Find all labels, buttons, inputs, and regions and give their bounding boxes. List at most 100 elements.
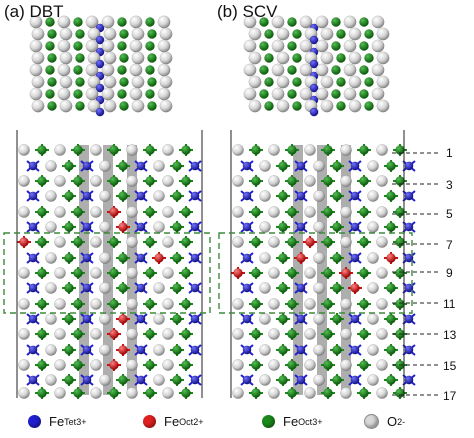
oxygen-atom xyxy=(45,313,57,325)
fe-oct3-atom xyxy=(287,388,297,398)
fe-oct3-atom xyxy=(181,176,191,186)
oxygen-atom xyxy=(259,282,271,294)
oxygen-atom xyxy=(153,190,165,202)
oxygen-atom xyxy=(99,282,111,294)
fe-oct3-atom xyxy=(109,176,119,186)
oxygen-atom xyxy=(54,144,66,156)
oxygen-atom xyxy=(131,99,145,113)
side-view-dbt xyxy=(17,144,202,399)
fe-oct3-atom xyxy=(386,375,396,385)
fe-tet-atom xyxy=(296,345,306,355)
oxygen-atom xyxy=(162,359,174,371)
oxygen-atom xyxy=(129,63,143,77)
oxygen-atom xyxy=(57,39,71,53)
fe-oct3-atom xyxy=(395,207,405,217)
panel-label-a: (a) DBT xyxy=(4,2,64,21)
fe-oct2-atom xyxy=(233,268,243,278)
oxygen-atom xyxy=(101,87,115,101)
fe-oct3-atom xyxy=(172,253,182,263)
oxygen-atom xyxy=(304,387,316,399)
oxygen-atom xyxy=(99,160,111,172)
oxygen-atom xyxy=(268,144,280,156)
oxygen-atom xyxy=(59,51,73,65)
fe-tet-atom xyxy=(242,375,252,385)
fe-oct3-atom xyxy=(73,41,83,51)
oxygen-atom xyxy=(90,144,102,156)
fe-tet-atom xyxy=(136,314,146,324)
fe-oct3-atom xyxy=(145,388,155,398)
fe-oct3-atom xyxy=(37,237,47,247)
fe-oct3-atom xyxy=(395,237,405,247)
oxygen-atom xyxy=(376,267,388,279)
fe-oct3-atom xyxy=(145,176,155,186)
fe-oct2-atom xyxy=(109,207,119,217)
fe-oct3-atom xyxy=(73,145,83,155)
fe-tet-atom xyxy=(190,283,200,293)
oxygen-atom xyxy=(162,175,174,187)
oxygen-atom xyxy=(153,374,165,386)
fe-oct3-atom xyxy=(386,222,396,232)
oxygen-atom xyxy=(320,99,334,113)
fe-oct3-atom xyxy=(323,388,333,398)
fe-tet-atom xyxy=(350,161,360,171)
fe-oct3-atom xyxy=(287,329,297,339)
oxygen-atom xyxy=(248,27,262,41)
fe-tet-atom xyxy=(296,283,306,293)
oxygen-atom xyxy=(99,374,111,386)
fe-oct3-atom xyxy=(37,329,47,339)
fe-oct3-atom xyxy=(359,237,369,247)
fe-oct2-atom xyxy=(154,253,164,263)
oxygen-atom xyxy=(343,63,357,77)
fe-oct3-atom xyxy=(278,375,288,385)
fe-oct3-atom xyxy=(109,268,119,278)
fe-oct3-atom xyxy=(278,253,288,263)
oxygen-atom xyxy=(31,75,45,89)
oxygen-atom xyxy=(268,328,280,340)
fe-tet-atom xyxy=(296,161,306,171)
oxygen-atom xyxy=(259,160,271,172)
fe-oct3-atom xyxy=(278,283,288,293)
fe-tet-atom xyxy=(309,107,319,117)
oxygen-atom xyxy=(90,206,102,218)
fe-tet-atom xyxy=(242,253,252,263)
panel-label-b: (b) SCV xyxy=(217,2,278,21)
fe-oct3-atom xyxy=(75,77,85,87)
oxygen-atom xyxy=(99,221,111,233)
oxygen-atom xyxy=(232,359,244,371)
highlight-box-b xyxy=(218,232,413,314)
fe-oct3-atom xyxy=(386,161,396,171)
fe-tet-atom xyxy=(296,314,306,324)
highlight-box-a xyxy=(3,232,211,314)
fe-tet-atom xyxy=(28,253,38,263)
oxygen-atom xyxy=(131,27,145,41)
oxygen-atom xyxy=(371,63,385,77)
fe-oct2-atom xyxy=(341,268,351,278)
fe-tet-atom xyxy=(190,222,200,232)
oxygen-atom xyxy=(126,175,138,187)
fe-oct3-atom xyxy=(172,345,182,355)
oxygen-atom xyxy=(232,298,244,310)
oxygen-atom xyxy=(340,236,352,248)
fe-oct3-atom xyxy=(323,360,333,370)
fe-oct3-atom xyxy=(336,29,346,39)
fe-tet-atom xyxy=(95,83,105,93)
fe-oct3-atom xyxy=(117,41,127,51)
fe-tet-atom xyxy=(404,222,414,232)
fe-oct3-atom xyxy=(37,360,47,370)
fe-tet-atom xyxy=(404,375,414,385)
oxygen-atom xyxy=(340,298,352,310)
layer-label-11: 11 xyxy=(443,297,456,311)
fe-tet-atom xyxy=(82,253,92,263)
fe-oct3-atom xyxy=(37,145,47,155)
fe-tet-atom xyxy=(136,283,146,293)
fe-oct3-atom xyxy=(181,207,191,217)
oxygen-atom xyxy=(54,359,66,371)
oxygen-atom xyxy=(367,160,379,172)
oxygen-atom xyxy=(268,267,280,279)
oxygen-atom xyxy=(315,87,329,101)
fe-oct3-atom xyxy=(145,237,155,247)
oxygen-atom xyxy=(248,75,262,89)
fe-oct3-atom xyxy=(117,89,127,99)
oxygen-atom xyxy=(271,87,285,101)
